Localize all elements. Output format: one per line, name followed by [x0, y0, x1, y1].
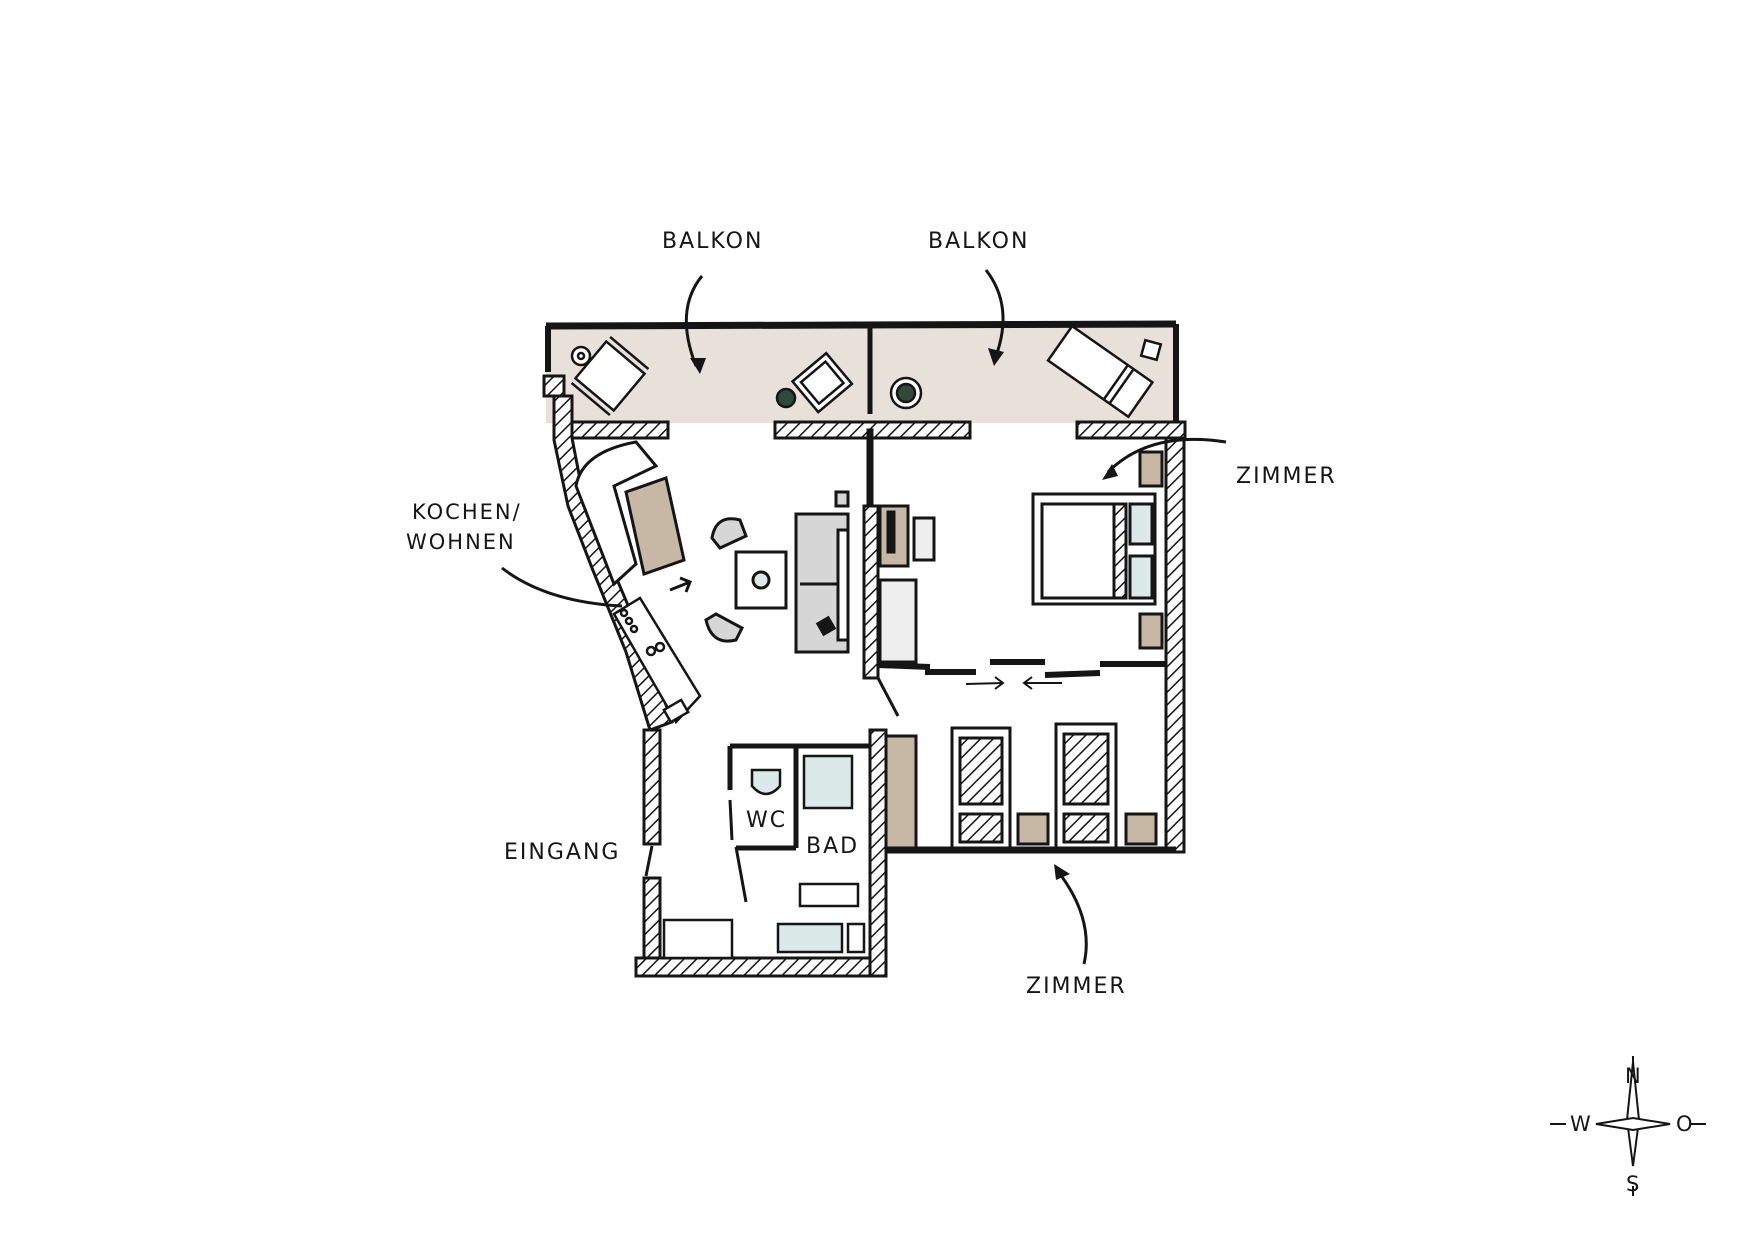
compass-east: O	[1676, 1112, 1695, 1136]
balcony-furniture-east	[889, 324, 1163, 419]
label-kochen-line1: KOCHEN/	[412, 500, 522, 524]
label-eingang: EINGANG	[504, 840, 621, 865]
label-balkon-west: BALKON	[662, 229, 764, 254]
corner-sofa	[574, 440, 686, 587]
zimmer-south-furniture	[884, 722, 1158, 850]
leader-arrows	[501, 269, 1227, 965]
sliding-doors	[877, 659, 1166, 678]
balcony-furniture-west	[570, 335, 854, 417]
compass-north: N	[1625, 1064, 1643, 1088]
leader-arrowheads	[690, 348, 1118, 880]
door-swings	[644, 677, 900, 903]
wc-bath-fixtures	[662, 754, 866, 960]
label-balkon-east: BALKON	[928, 229, 1030, 254]
compass-west: W	[1570, 1112, 1593, 1136]
compass-south: S	[1626, 1172, 1642, 1196]
sofa-living	[794, 490, 850, 654]
compass-icon	[1550, 1056, 1706, 1196]
dining-set	[669, 517, 788, 643]
label-wohnen-line2: WOHNEN	[406, 530, 516, 554]
kitchen-counter	[612, 596, 702, 725]
label-zimmer-north: ZIMMER	[1236, 464, 1337, 489]
sliding-arrows	[965, 676, 1062, 690]
label-zimmer-south: ZIMMER	[1026, 974, 1127, 999]
zimmer-north-furniture	[878, 450, 1164, 664]
label-wc: WC	[746, 808, 788, 833]
label-bad: BAD	[806, 834, 860, 859]
wc-bath	[727, 743, 870, 851]
